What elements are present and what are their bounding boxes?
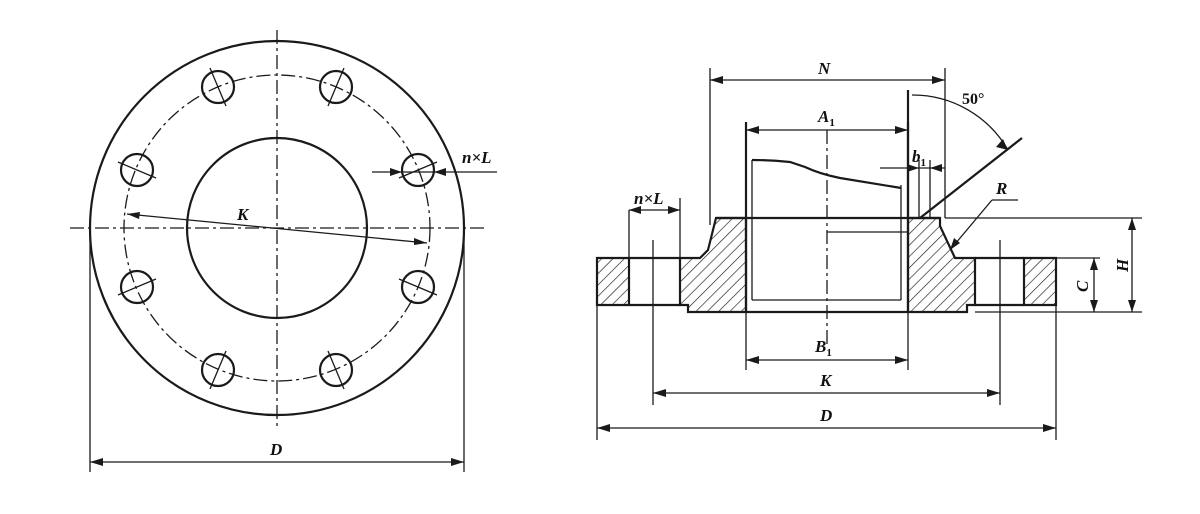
bolt-hole: [117, 269, 157, 305]
bore-circle: [185, 136, 369, 320]
section-view: N A1 b1 50° R n×L C: [595, 59, 1142, 440]
label-k-section: K: [819, 371, 833, 390]
front-label-nl: n×L: [462, 148, 492, 167]
bolt-hole: [117, 152, 157, 188]
bolt-hole: [398, 152, 438, 188]
label-h: H: [1113, 258, 1132, 273]
front-label-d: D: [269, 440, 282, 459]
label-angle: 50°: [962, 91, 984, 108]
label-n: N: [817, 59, 831, 78]
label-r: R: [995, 179, 1007, 198]
left-ring-section: [595, 256, 631, 307]
right-hub-section: [906, 216, 977, 314]
left-hub-section: [678, 216, 748, 314]
bolt-hole: [318, 67, 354, 107]
bolt-hole: [200, 350, 236, 390]
bolt-hole: [200, 67, 236, 107]
label-c: C: [1073, 280, 1092, 292]
bolt-holes: [117, 67, 438, 390]
label-b1-bottom: B1: [814, 337, 832, 359]
pipe-taper-curve: [751, 158, 902, 190]
bolt-hole: [318, 350, 354, 390]
bolt-circle: [123, 74, 431, 382]
bolt-hole: [398, 269, 438, 305]
bevel-line: [919, 137, 1023, 219]
label-section-nl: n×L: [634, 189, 664, 208]
label-d-section: D: [819, 406, 832, 425]
front-label-k: K: [236, 205, 250, 224]
label-b1: b1: [912, 147, 926, 169]
angle-arc: [911, 94, 1009, 151]
label-a1: A1: [817, 107, 835, 129]
right-ring-section: [1022, 256, 1058, 307]
k-dimension-line: [126, 213, 428, 244]
front-view: K n×L D: [70, 30, 497, 472]
